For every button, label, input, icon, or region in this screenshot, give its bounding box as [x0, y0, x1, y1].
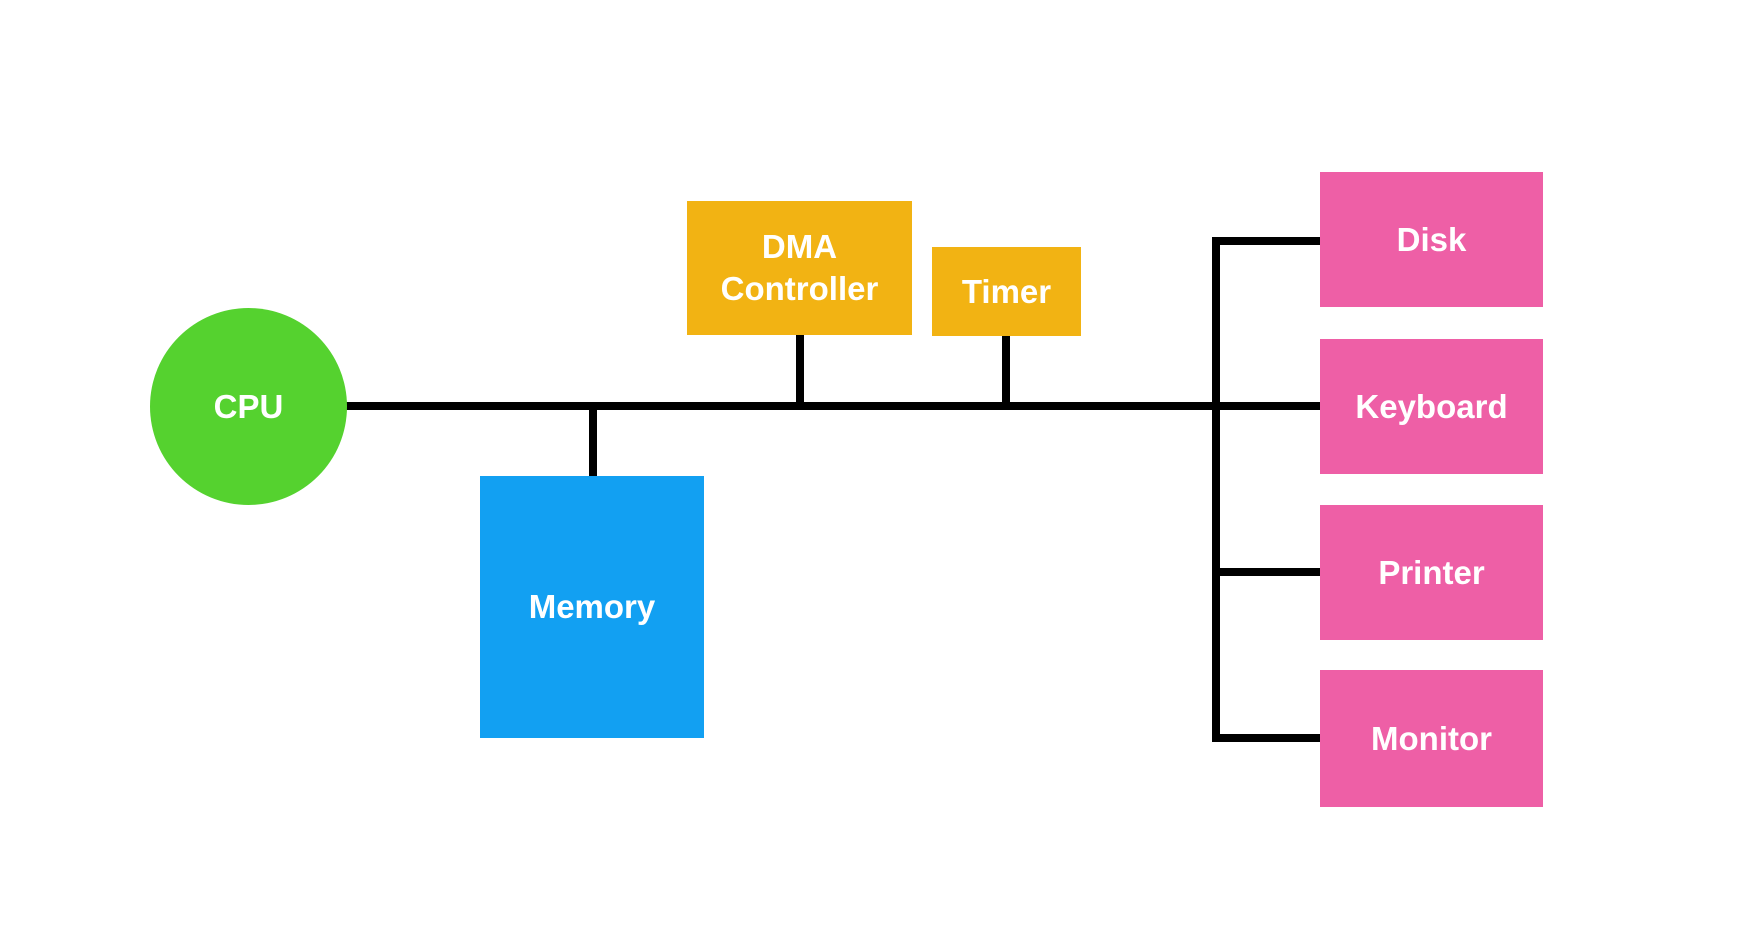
memory-label: Memory: [528, 588, 656, 626]
timer-node: Timer: [932, 247, 1081, 336]
keyboard-node: Keyboard: [1320, 339, 1543, 474]
cpu-label: CPU: [213, 387, 284, 425]
printer-connector-line: [1220, 568, 1320, 576]
dma-connector-line: [796, 335, 804, 406]
printer-label: Printer: [1378, 553, 1485, 591]
timer-connector-line: [1002, 336, 1010, 406]
peripheral-trunk-line: [1212, 237, 1220, 742]
disk-connector-line: [1220, 237, 1320, 245]
disk-label: Disk: [1396, 220, 1467, 258]
memory-node: Memory: [480, 476, 704, 738]
bus-line: [346, 402, 1320, 410]
monitor-node: Monitor: [1320, 670, 1543, 807]
timer-label: Timer: [961, 272, 1052, 310]
disk-node: Disk: [1320, 172, 1543, 307]
cpu-node: CPU: [150, 308, 347, 505]
printer-node: Printer: [1320, 505, 1543, 640]
monitor-label: Monitor: [1371, 719, 1492, 757]
monitor-connector-line: [1220, 734, 1320, 742]
keyboard-label: Keyboard: [1355, 387, 1508, 425]
memory-connector-line: [589, 406, 597, 476]
dma-controller-label: DMA Controller: [720, 228, 879, 307]
dma-controller-node: DMA Controller: [687, 201, 912, 335]
